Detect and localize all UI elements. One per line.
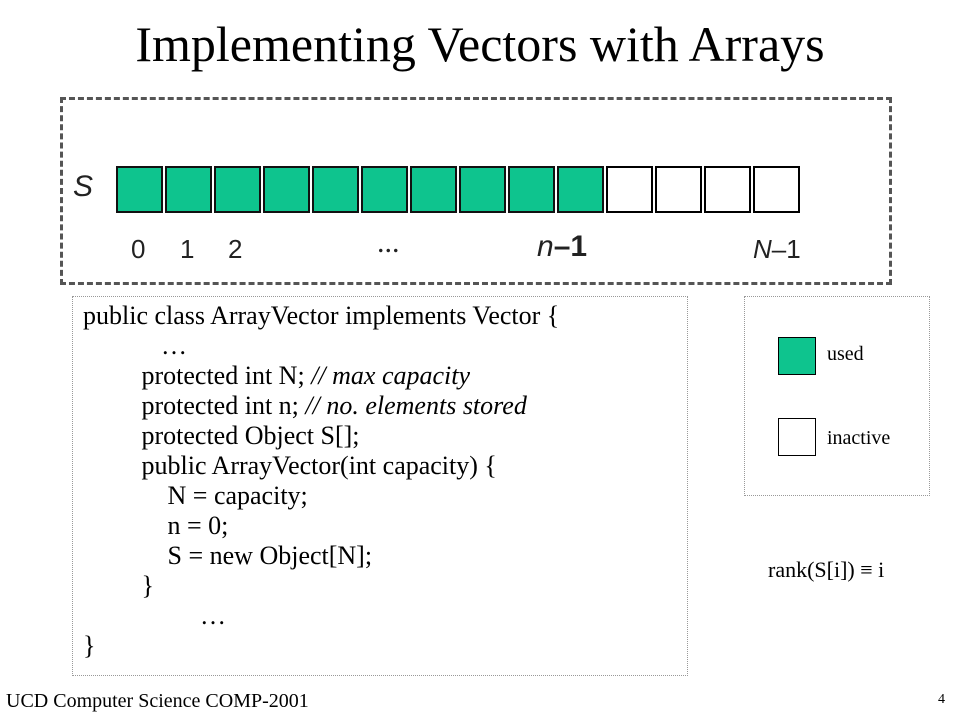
- code-line: S = new Object[N];: [83, 541, 677, 571]
- legend: used inactive: [744, 296, 930, 496]
- index-0: 0: [131, 234, 146, 264]
- code-comment: // no. elements stored: [305, 391, 527, 420]
- rank-note: rank(S[i]) ≡ i: [768, 557, 885, 582]
- index-n-var: n: [537, 230, 554, 263]
- code-line: …: [83, 331, 677, 361]
- code-line: protected int n; // no. elements stored: [83, 391, 677, 421]
- array-cell-used: [263, 166, 310, 213]
- index-N-suffix: –1: [771, 234, 801, 264]
- array-cell-used: [116, 166, 163, 213]
- slide-footer: UCD Computer Science COMP-2001: [6, 690, 309, 712]
- code-text: S = new Object[N];: [83, 541, 373, 570]
- code-text: }: [83, 631, 96, 660]
- code-text: public class ArrayVector implements Vect…: [83, 301, 560, 330]
- array-cell-used: [508, 166, 555, 213]
- legend-inactive-swatch: [778, 418, 816, 456]
- code-listing: public class ArrayVector implements Vect…: [72, 296, 688, 676]
- array-cell-inactive: [606, 166, 653, 213]
- array-cell-inactive: [704, 166, 751, 213]
- array-cell-used: [410, 166, 457, 213]
- legend-used-swatch: [778, 337, 816, 375]
- array-cells: [116, 166, 802, 216]
- code-text: …: [83, 331, 187, 360]
- array-cell-used: [312, 166, 359, 213]
- legend-used-label: used: [827, 343, 864, 365]
- code-comment: // max capacity: [311, 361, 471, 390]
- legend-inactive-label: inactive: [827, 427, 891, 449]
- index-1: 1: [180, 234, 195, 264]
- array-cell-used: [165, 166, 212, 213]
- index-N-var: N: [753, 234, 772, 264]
- array-cell-used: [557, 166, 604, 213]
- code-text: n = 0;: [83, 511, 229, 540]
- array-cell-inactive: [753, 166, 800, 213]
- code-line: public ArrayVector(int capacity) {: [83, 451, 677, 481]
- array-label: S: [73, 170, 94, 203]
- slide-title: Implementing Vectors with Arrays: [135, 16, 825, 72]
- page-number: 4: [938, 692, 945, 707]
- code-line: public class ArrayVector implements Vect…: [83, 301, 677, 331]
- array-cell-used: [361, 166, 408, 213]
- index-N-minus-1: N–1: [753, 234, 801, 265]
- array-cell-used: [459, 166, 506, 213]
- code-line: }: [83, 631, 677, 661]
- array-cell-used: [214, 166, 261, 213]
- index-n-minus-1: n–1: [537, 230, 587, 264]
- index-n-suffix: –1: [553, 230, 588, 263]
- code-line: N = capacity;: [83, 481, 677, 511]
- code-text: N = capacity;: [83, 481, 308, 510]
- index-2: 2: [228, 234, 243, 264]
- code-text: protected int N;: [83, 361, 312, 390]
- code-text: protected int n;: [83, 391, 306, 420]
- code-text: }: [83, 571, 154, 600]
- array-diagram: S 0 1 2 ... n–1 N–1: [60, 97, 892, 285]
- code-line: protected int N; // max capacity: [83, 361, 677, 391]
- index-ellipsis: ...: [377, 226, 400, 259]
- code-line: }: [83, 571, 677, 601]
- code-text: public ArrayVector(int capacity) {: [83, 451, 497, 480]
- code-line: …: [83, 601, 677, 631]
- code-text: protected Object S[];: [83, 421, 360, 450]
- code-line: n = 0;: [83, 511, 677, 541]
- code-line: protected Object S[];: [83, 421, 677, 451]
- code-text: …: [83, 601, 226, 630]
- array-cell-inactive: [655, 166, 702, 213]
